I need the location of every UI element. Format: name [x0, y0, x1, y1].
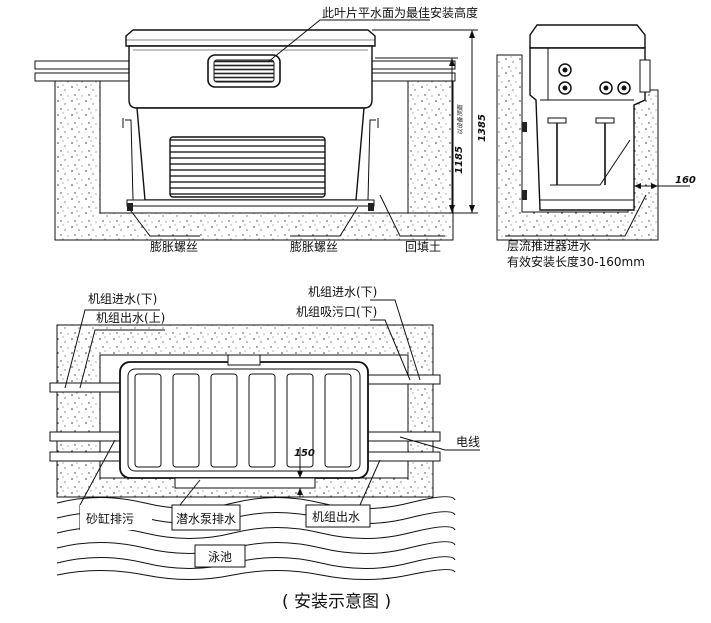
label-sand-tank-drain: 砂缸排污 [86, 511, 134, 526]
front-elevation: 1385 1185 以设备顶面 此叶片平水面为最佳安装高度 膨胀螺丝 膨胀螺丝 … [34, 5, 488, 254]
label-unit-suction-down: 机组吸污口(下) [296, 305, 377, 319]
label-unit-outlet-up: 机组出水(上) [96, 311, 165, 325]
label-blade-level: 此叶片平水面为最佳安装高度 [322, 5, 478, 20]
side-unit-body [529, 47, 646, 211]
plan-pipe-left-3 [49, 451, 126, 462]
label-unit-inlet-down-right: 机组进水(下) [308, 285, 377, 299]
dim-1185-note: 以设备顶面 [456, 104, 464, 135]
label-power-line: 电线 [456, 435, 480, 449]
label-install-length: 有效安装长度30-160mm [507, 254, 645, 269]
label-unit-outlet: 机组出水 [312, 510, 360, 524]
label-unit-inlet-down-left: 机组进水(下) [88, 292, 157, 306]
jet-grill [169, 136, 326, 198]
dim-160-side: 160 [675, 175, 696, 186]
front-base-plate [126, 199, 375, 207]
diagram-caption: ( 安装示意图 ) [282, 592, 391, 612]
dim-150-plan: 150 [294, 448, 315, 459]
front-pipe-right-top [359, 60, 456, 70]
label-jet-inlet: 层流推进器进水 [507, 239, 591, 253]
plan-pipe-left-2 [49, 431, 126, 442]
plan-pipe-right-1 [364, 374, 441, 385]
label-pump-drain: 潜水泵排水 [176, 512, 236, 526]
label-backfill: 回填土 [405, 240, 441, 254]
front-pipe-left-bottom [34, 72, 131, 82]
label-pool: 泳池 [208, 550, 232, 564]
side-elevation: 160 层流推进器进水 有效安装长度30-160mm [496, 24, 696, 269]
front-pipe-left-top [34, 60, 131, 70]
front-unit-lid [125, 29, 376, 47]
plan-cartridges [134, 373, 352, 468]
skimmer-blades [213, 59, 275, 83]
label-expansion-screw-left: 膨胀螺丝 [150, 240, 198, 254]
dim-1385: 1385 [477, 114, 488, 142]
plan-pipe-right-2 [364, 431, 441, 442]
label-expansion-screw-right: 膨胀螺丝 [290, 240, 338, 254]
plan-view: 150 机组进水(下) 机组出水(上) 机组进水(下) 机组吸污口(下) 电线 … [49, 285, 480, 580]
plan-pipe-right-3 [364, 451, 441, 462]
dim-1185: 1185 [454, 146, 465, 174]
front-pipe-right-bottom [359, 72, 456, 82]
plan-pipe-left-1 [49, 382, 126, 393]
